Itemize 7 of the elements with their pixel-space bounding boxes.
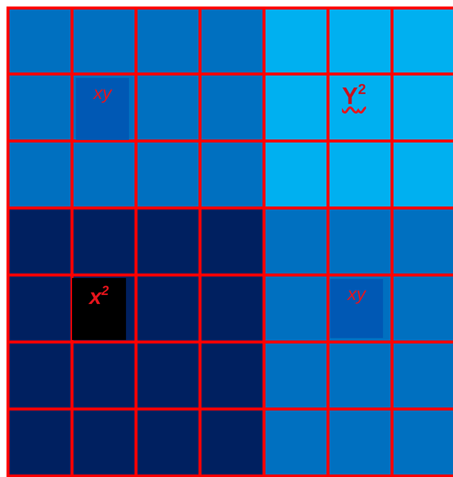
tile [76, 78, 129, 140]
math-expression: x$^{2}$ [89, 284, 109, 308]
tile [330, 279, 383, 338]
math-expression: xy [348, 285, 366, 303]
tile [72, 278, 126, 340]
math-expression: xy [94, 84, 112, 102]
math-expression: Y$^{2}$ [342, 83, 366, 110]
